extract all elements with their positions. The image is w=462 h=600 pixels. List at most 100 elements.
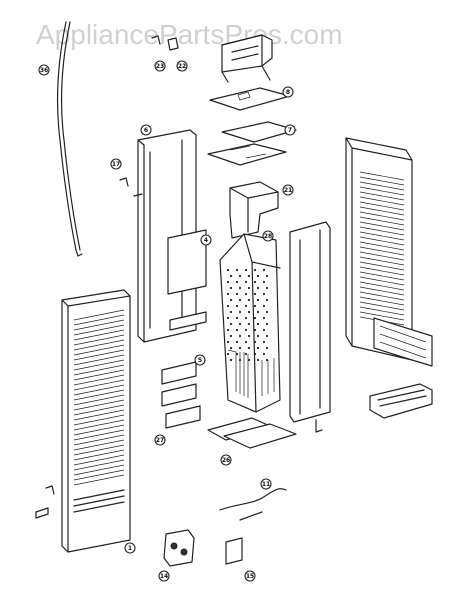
louver-slat [73,354,125,366]
callout-36: 36 [38,64,50,76]
perforation-dot [253,316,257,320]
louver-slat [359,276,405,286]
perforation-dot [238,322,242,326]
callout-circle [176,60,188,72]
perforation-dot [229,286,233,290]
perforation-dot [226,316,230,320]
lower-panels [161,361,271,441]
perforation-dot [265,274,269,278]
louver-slat [73,399,125,411]
perforation-dot [247,334,251,338]
perforation-dot [256,298,260,302]
louver-slat [359,221,405,231]
perforation-dot [235,304,239,308]
perforation-dot [256,334,260,338]
callout-15: 15 [244,570,256,582]
louver-slat [73,464,125,476]
thermocouple [219,488,287,521]
callout-number: 17 [112,161,120,168]
perforation-dot [253,352,257,356]
perforation-dot [244,340,248,344]
louver-slat [73,339,125,351]
perforation-dot [247,358,251,362]
perforation-dot [256,322,260,326]
louver-slat [73,384,125,396]
perforation-dot [265,358,269,362]
perforation-dot [265,322,269,326]
callout-number: 22 [178,63,186,70]
louver-slat [73,409,125,421]
callout-number: 27 [156,437,164,444]
louver-slat [359,236,405,246]
perforation-dot [253,292,257,296]
callout-circle [158,570,170,582]
louver-slat [73,414,125,426]
perforation-dot [226,328,230,332]
burner-assembly [369,383,433,419]
louver-slat [73,474,125,486]
louver-slat [73,349,125,361]
louver-slat [359,251,405,261]
callout-22: 22 [176,60,188,72]
perforation-dot [226,340,230,344]
callout-circle [200,234,212,246]
perforation-dot [238,274,242,278]
callout-number: 1 [128,545,132,552]
watermark-text: AppliancePartsPros.com [36,19,343,50]
louver-slat [359,311,405,321]
left-small-parts [35,177,143,519]
perforation-dot [229,298,233,302]
callout-number: 11 [262,481,270,488]
perforation-dot [226,268,230,272]
louver-slat [359,216,405,226]
louver-slat [73,324,125,336]
perforation-dot [262,316,266,320]
callout-number: 5 [198,357,202,364]
callout-7: 7 [284,124,296,136]
louver-slat [73,424,125,436]
callout-circle [244,570,256,582]
perforation-dot [265,346,269,350]
perforation-dot [247,286,251,290]
perforation-dot [253,340,257,344]
junction-box [225,537,243,565]
louver-slat [359,296,405,306]
callout-circle [220,454,232,466]
callout-14: 14 [158,570,170,582]
perforation-dot [262,304,266,308]
louver-slat [359,201,405,211]
bracket-pair [151,35,179,51]
perforation-dot [265,310,269,314]
callout-27: 27 [154,434,166,446]
perforation-dot [226,304,230,308]
callout-number: 7 [288,127,292,134]
louver-slat [73,459,125,471]
perforation-dot [229,346,233,350]
louver-slat [359,186,405,196]
callout-circle [110,158,122,170]
perforation-dot [244,304,248,308]
louver-slat [359,291,405,301]
wire-harness [56,21,83,257]
louver-slat [359,226,405,236]
callout-23: 23 [154,60,166,72]
louver-slat [73,389,125,401]
perforation-dot [229,358,233,362]
perforation-dot [235,292,239,296]
shield [167,229,207,295]
center-side-panel [289,221,331,433]
callout-number: 21 [284,187,292,194]
louver-slat [359,231,405,241]
perforation-dot [238,286,242,290]
perforation-dot [229,322,233,326]
callout-number: 6 [144,127,148,134]
louver-slat [359,206,405,216]
perforation-dot [247,322,251,326]
louver-slat [359,241,405,251]
louver-slat [73,314,125,326]
perforation-dot [229,274,233,278]
perforation-dot [256,274,260,278]
perforation-dot [238,346,242,350]
